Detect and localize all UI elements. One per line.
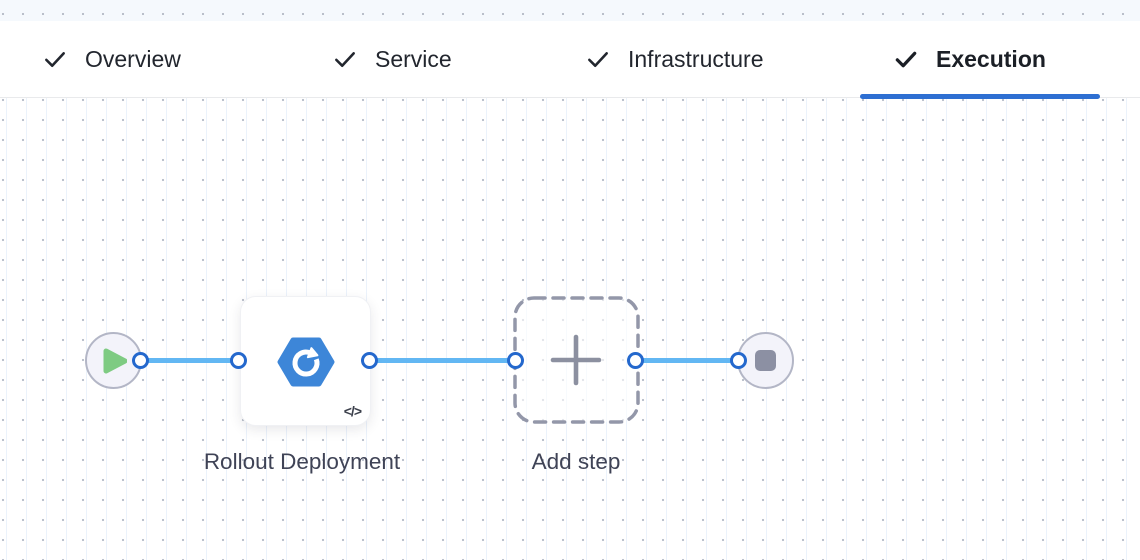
code-icon[interactable]: </> [343, 403, 362, 419]
check-icon [895, 51, 917, 68]
port-end-in[interactable] [730, 352, 747, 369]
tab-label: Infrastructure [628, 45, 764, 72]
tab-execution[interactable]: Execution [893, 21, 1046, 97]
add-step-label: Add step [531, 449, 621, 474]
tab-label: Overview [85, 45, 181, 72]
port-step-out[interactable] [361, 352, 378, 369]
port-step-in[interactable] [230, 352, 247, 369]
tab-overview[interactable]: Overview [42, 21, 181, 97]
rollout-deployment-icon [277, 337, 335, 387]
stop-icon [755, 350, 776, 371]
tab-service[interactable]: Service [332, 21, 452, 97]
tab-infrastructure[interactable]: Infrastructure [585, 21, 764, 97]
execution-graph-canvas[interactable]: </> Rollout Deployment Add step [0, 98, 1140, 560]
dashed-border [513, 296, 640, 424]
top-dotted-strip [0, 0, 1140, 21]
play-icon [103, 348, 127, 373]
step-rollout-deployment[interactable]: </> [240, 296, 371, 426]
edge-addstep-to-end [636, 358, 739, 363]
add-step-node[interactable] [513, 296, 640, 424]
check-icon [335, 52, 355, 68]
check-icon [45, 52, 65, 68]
stage-config-tabbar: Overview Service Infrastructure Executio… [0, 21, 1140, 99]
check-icon [588, 52, 608, 68]
step-label-rollout-deployment: Rollout Deployment [203, 449, 401, 474]
tab-label: Service [375, 45, 452, 72]
edge-step-to-addstep [370, 358, 516, 363]
port-addstep-in[interactable] [507, 352, 524, 369]
port-addstep-out[interactable] [627, 352, 644, 369]
port-start-out[interactable] [132, 352, 149, 369]
tab-label: Execution [936, 45, 1046, 72]
plus-icon [550, 334, 602, 386]
active-tab-underline [860, 94, 1100, 99]
edge-start-to-step [141, 358, 239, 363]
